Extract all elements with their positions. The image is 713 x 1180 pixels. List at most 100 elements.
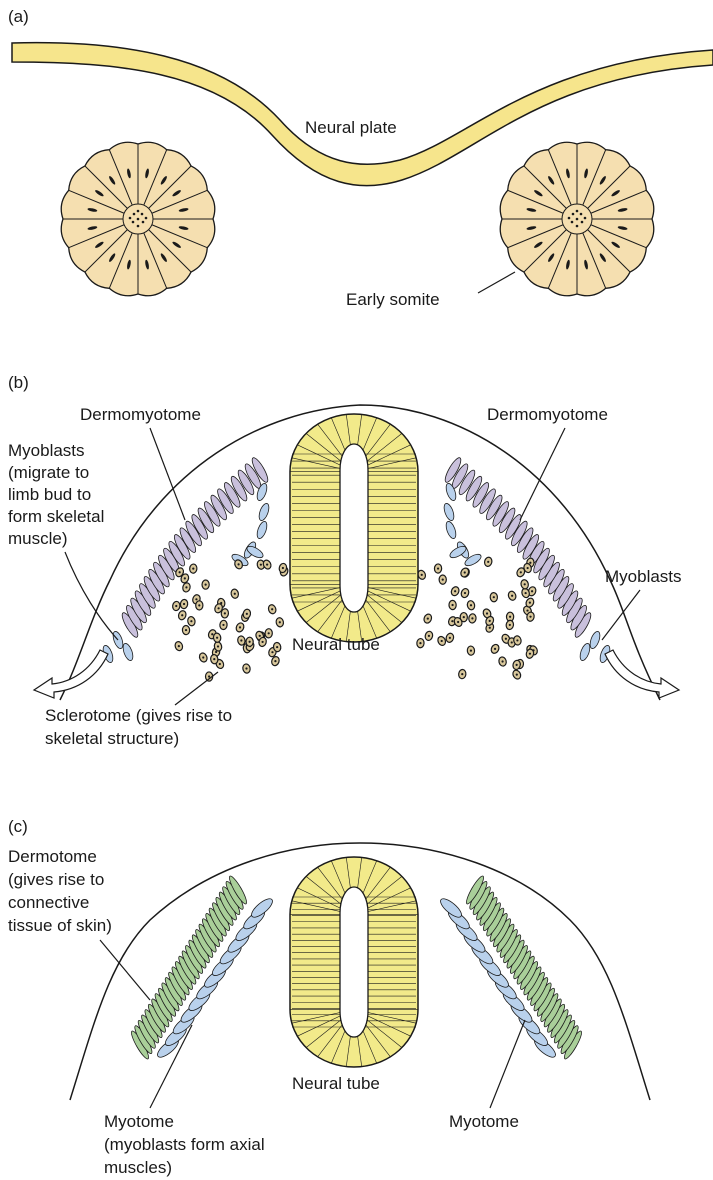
myoblast-cell: [257, 502, 271, 522]
sclerotome-nucleus: [464, 592, 466, 594]
myoblasts-left-label-line-3: limb bud to: [8, 485, 91, 504]
sclerotome-nucleus: [179, 571, 181, 573]
sclerotome-nucleus: [524, 583, 526, 585]
somite-core-dot: [141, 213, 144, 216]
sclerotome-nucleus: [486, 612, 488, 614]
sclerotome-nucleus: [185, 586, 187, 588]
sclerotome-nucleus: [234, 593, 236, 595]
sclerotome-nucleus: [224, 612, 226, 614]
sclerotome-nucleus: [511, 595, 513, 597]
myoblasts-right-leader: [602, 590, 640, 640]
early-somite-left: [61, 142, 215, 296]
myoblast-cell: [121, 642, 135, 662]
myotome-right-leader: [490, 1020, 525, 1108]
sclerotome-nucleus: [192, 568, 194, 570]
somite-core-dot: [584, 217, 587, 220]
neural-tube-b-label: Neural tube: [292, 635, 380, 654]
somite-core-dot: [133, 213, 136, 216]
neural-tube-c-label: Neural tube: [292, 1074, 380, 1093]
sclerotome-nucleus: [451, 604, 453, 606]
sclerotome-nucleus: [274, 660, 276, 662]
myotome-left-label-line-2: (myoblasts form axial: [104, 1135, 265, 1154]
sclerotome-nucleus: [470, 650, 472, 652]
dermomyotome-right-leader: [520, 428, 565, 520]
somite-core-dot: [132, 221, 135, 224]
neural-tube-c: [290, 857, 418, 1067]
myotome-left-label-line-3: muscles): [104, 1158, 172, 1177]
somite-core-dot: [576, 218, 579, 221]
sclerotome-nucleus: [527, 567, 529, 569]
somite-core-dot: [129, 217, 132, 220]
somite-core-dot: [568, 217, 571, 220]
myoblast-cell: [578, 642, 592, 662]
sclerotome-nucleus: [464, 571, 466, 573]
sclerotome-nucleus: [463, 616, 465, 618]
sclerotome-nucleus: [441, 640, 443, 642]
sclerotome-nucleus: [217, 645, 219, 647]
sclerotome-nucleus: [427, 617, 429, 619]
sclerotome-nucleus: [185, 629, 187, 631]
sclerotome-nucleus: [511, 641, 513, 643]
sclerotome-nucleus: [239, 626, 241, 628]
myoblasts-left-label-line-2: (migrate to: [8, 463, 89, 482]
sclerotome-nucleus: [216, 637, 218, 639]
sclerotome-nucleus: [175, 605, 177, 607]
sclerotome-nucleus: [454, 590, 456, 592]
early-somite-right: [500, 142, 654, 296]
sclerotome-nucleus: [183, 603, 185, 605]
myoblasts-right-label: Myoblasts: [605, 567, 682, 586]
somite-core-dot: [580, 213, 583, 216]
somite-core-dot: [571, 221, 574, 224]
sclerotome-nucleus: [282, 567, 284, 569]
sclerotome-nucleus: [178, 645, 180, 647]
sclerotome-nucleus: [505, 638, 507, 640]
sclerotome-nucleus: [516, 664, 518, 666]
sclerotome-nucleus: [213, 658, 215, 660]
sclerotome-nucleus: [222, 624, 224, 626]
sclerotome-nucleus: [509, 616, 511, 618]
sclerotome-nucleus: [276, 646, 278, 648]
dermomyotome-left-label: Dermomyotome: [80, 405, 201, 424]
somite-core-dot: [145, 217, 148, 220]
somite-core-dot: [137, 225, 140, 228]
myotome-right-label: Myotome: [449, 1112, 519, 1131]
sclerotome-nucleus: [219, 663, 221, 665]
sclerotome-nucleus: [428, 635, 430, 637]
sclerotome-nucleus: [449, 637, 451, 639]
sclerotome-nucleus: [451, 620, 453, 622]
sclerotome-nucleus: [470, 604, 472, 606]
somite-core-dot: [137, 210, 140, 213]
sclerotome-nucleus: [271, 651, 273, 653]
neural-tube-lumen: [340, 887, 368, 1037]
panel-a-tag: (a): [8, 7, 29, 26]
neural-plate-label: Neural plate: [305, 118, 397, 137]
somite-core-dot: [576, 225, 579, 228]
sclerotome-nucleus: [208, 675, 210, 677]
sclerotome-nucleus: [529, 562, 531, 564]
sclerotome-nucleus: [198, 604, 200, 606]
dermomyotome-right-label: Dermomyotome: [487, 405, 608, 424]
panel-c-tag: (c): [8, 817, 28, 836]
neural-tube-b: [290, 414, 418, 642]
somite-core-dot: [572, 213, 575, 216]
sclerotome-nucleus: [529, 653, 531, 655]
sclerotome-nucleus: [211, 633, 213, 635]
sclerotome-nucleus: [529, 602, 531, 604]
sclerotome-nucleus: [261, 641, 263, 643]
sclerotome-nucleus: [509, 624, 511, 626]
panel-b-tag: (b): [8, 373, 29, 392]
dermotome-label-line-2: (gives rise to: [8, 870, 104, 889]
panel-a: (a) Neural plate Early somite: [8, 7, 713, 309]
sclerotome-nucleus: [217, 607, 219, 609]
sclerotome-nucleus: [437, 567, 439, 569]
sclerotome-left: [172, 559, 289, 682]
sclerotome-nucleus: [240, 639, 242, 641]
dermotome-label-line-3: connective: [8, 893, 89, 912]
neural-tube-lumen: [340, 444, 368, 612]
sclerotome-nucleus: [461, 673, 463, 675]
sclerotome-nucleus: [516, 673, 518, 675]
sclerotome-label-line-1: Sclerotome (gives rise to: [45, 706, 232, 725]
dermotome-label-line-4: tissue of skin): [8, 916, 112, 935]
myoblasts-left-leader: [65, 552, 118, 640]
sclerotome-nucleus: [493, 596, 495, 598]
